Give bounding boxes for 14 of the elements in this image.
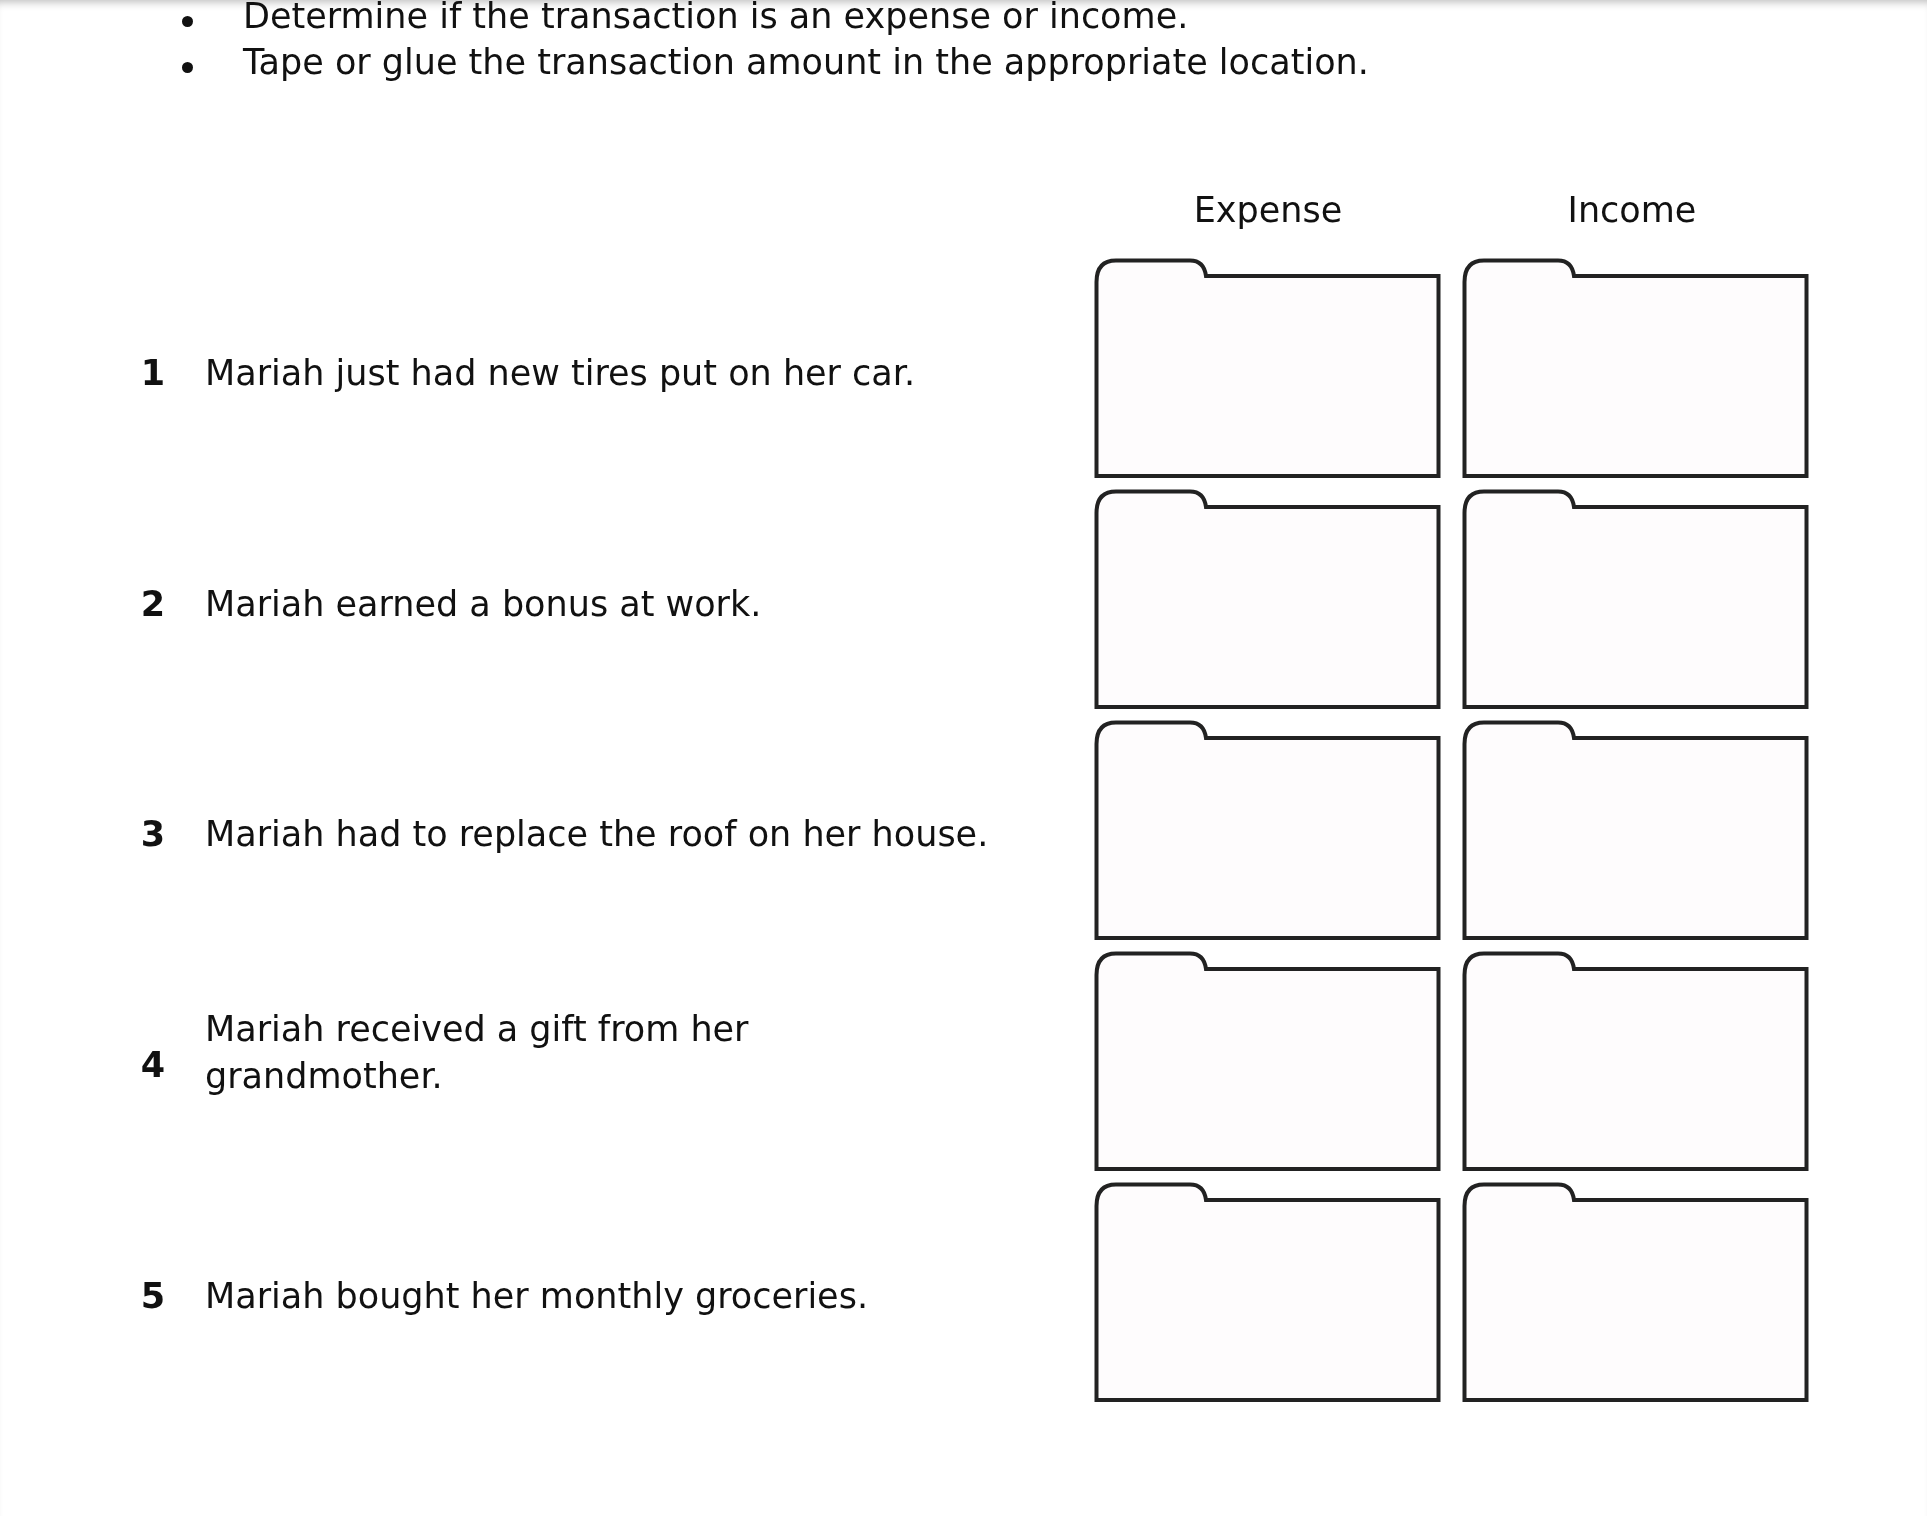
- transaction-text: Mariah earned a bonus at work.: [205, 583, 763, 626]
- item-number: 4: [139, 1048, 167, 1083]
- transaction-text: Mariah had to replace the roof on her house.: [205, 813, 990, 856]
- column-header: Expense: [1192, 193, 1344, 228]
- item-number: 3: [139, 817, 167, 852]
- transaction-text: Mariah bought her monthly groceries.: [205, 1275, 869, 1318]
- transaction-text: Mariah received a gift from her grandmother.: [205, 1008, 750, 1099]
- instruction-text: Tape or glue the transaction amount in the appropriate location.: [243, 45, 1369, 80]
- item-number: 1: [139, 356, 167, 391]
- transaction-text: Mariah just had new tires put on her car.: [205, 352, 917, 395]
- column-header: Income: [1566, 193, 1698, 228]
- item-number: 5: [139, 1279, 167, 1314]
- item-number: 2: [139, 587, 167, 622]
- instruction-text: Determine if the transaction is an expense or income.: [243, 0, 1189, 34]
